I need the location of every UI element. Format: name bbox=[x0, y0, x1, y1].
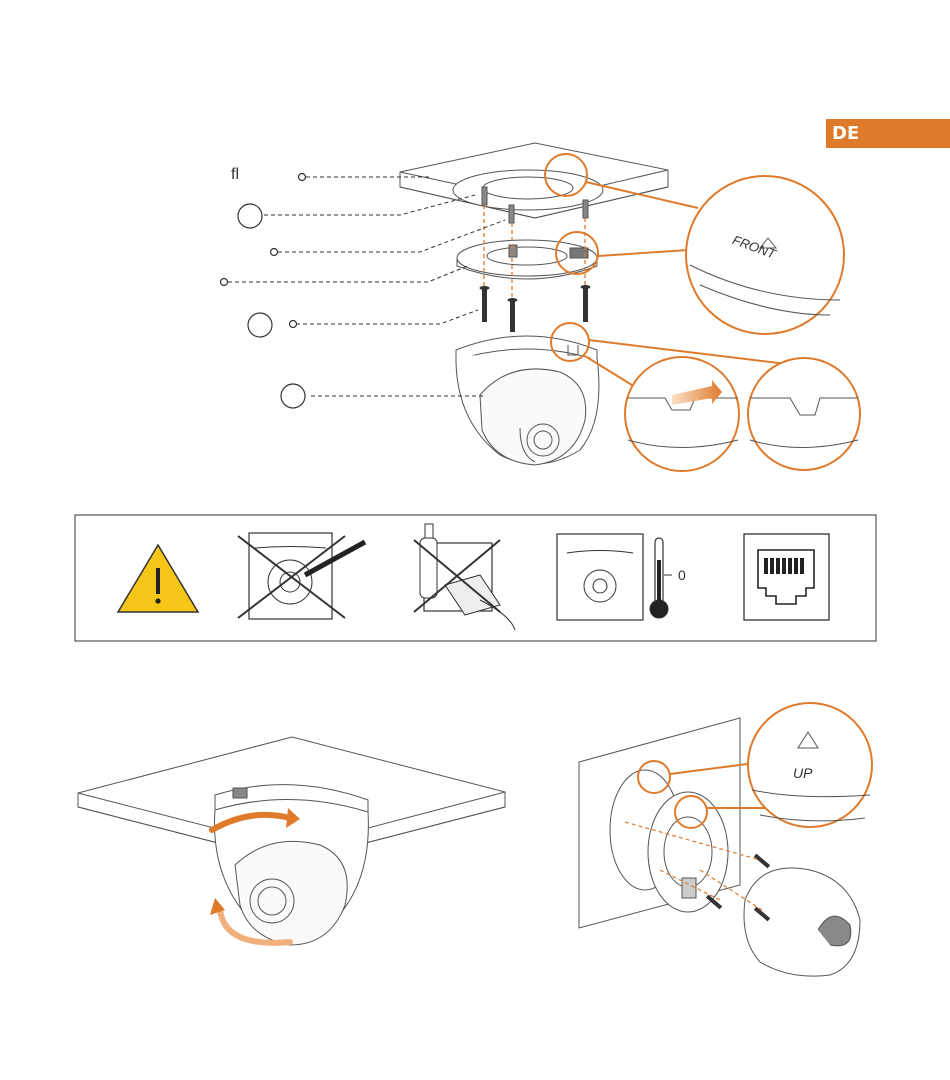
part-label-fl: fl bbox=[231, 166, 239, 184]
dome-rotation-illustration bbox=[78, 737, 505, 945]
up-mark-text: UP bbox=[793, 765, 813, 781]
temperature-value: 0 bbox=[678, 567, 686, 583]
